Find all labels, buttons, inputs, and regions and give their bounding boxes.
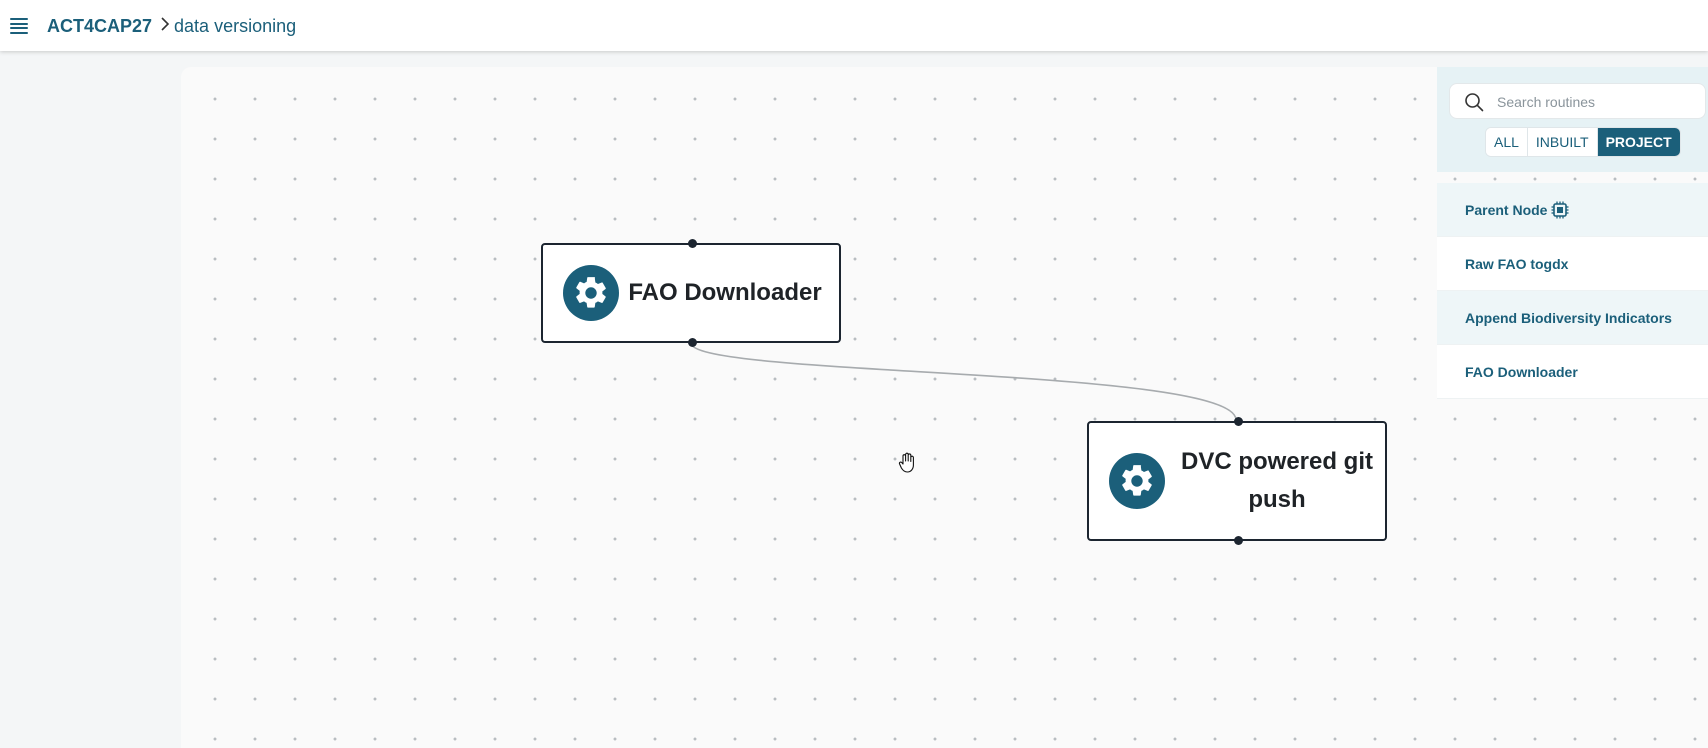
hamburger-menu-icon[interactable] [9, 16, 29, 36]
node-label: FAO Downloader [628, 279, 822, 306]
routine-item-label: Parent Node [1465, 201, 1548, 218]
filter-all-button[interactable]: ALL [1486, 128, 1528, 156]
routine-item-label: Append Biodiversity Indicators [1465, 309, 1672, 326]
node-fao-downloader[interactable]: FAO Downloader [541, 239, 841, 347]
node-input-handle[interactable] [1234, 417, 1243, 426]
filter-project-button[interactable]: PROJECT [1597, 128, 1680, 156]
gear-icon [563, 265, 619, 321]
top-bar: ACT4CAP27 data versioning [0, 0, 1708, 51]
breadcrumb-project[interactable]: ACT4CAP27 [47, 16, 153, 36]
routine-item-fao-downloader[interactable]: FAO Downloader [1437, 345, 1708, 399]
routine-item-append-biodiversity[interactable]: Append Biodiversity Indicators [1437, 291, 1708, 345]
node-label: DVC powered git push [1180, 448, 1373, 513]
breadcrumb-page: data versioning [174, 16, 297, 36]
search-input[interactable] [1497, 92, 1697, 112]
search-box[interactable] [1449, 83, 1706, 119]
routine-item-parent-node[interactable]: Parent Node [1437, 183, 1708, 237]
search-icon [1464, 92, 1484, 117]
routine-panel-header: ALL INBUILT PROJECT [1437, 67, 1708, 172]
hand-grab-icon [898, 452, 918, 479]
workflow-canvas[interactable]: FAO Downloader DVC powered git push [181, 67, 1708, 748]
routine-item-raw-fao-togdx[interactable]: Raw FAO togdx [1437, 237, 1708, 291]
node-dvc-git-push[interactable]: DVC powered git push [1087, 417, 1387, 545]
node-output-handle[interactable] [688, 338, 697, 347]
routine-list: Parent Node Raw FAO togdx Append Biodive [1437, 183, 1708, 399]
routine-panel: ALL INBUILT PROJECT Parent Node [1437, 67, 1708, 401]
node-input-handle[interactable] [688, 239, 697, 248]
chevron-right-icon [160, 15, 170, 37]
filter-inbuilt-button[interactable]: INBUILT [1527, 128, 1598, 156]
routine-item-label: FAO Downloader [1465, 363, 1578, 380]
chip-icon [1550, 200, 1570, 220]
routine-item-label: Raw FAO togdx [1465, 255, 1569, 272]
filter-toggle-group: ALL INBUILT PROJECT [1485, 127, 1681, 157]
gear-icon [1109, 453, 1165, 509]
node-output-handle[interactable] [1234, 536, 1243, 545]
breadcrumb: ACT4CAP27 data versioning [47, 15, 296, 37]
